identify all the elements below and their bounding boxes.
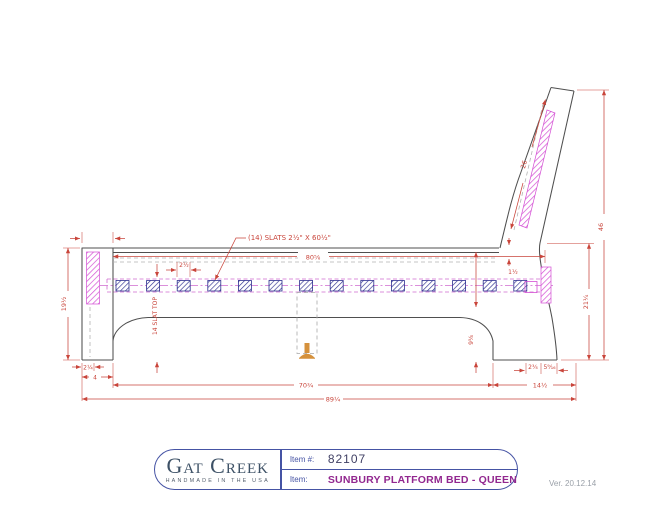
slat-section xyxy=(329,280,344,292)
brand-tagline: HANDMADE IN THE USA xyxy=(165,477,270,484)
slat-section xyxy=(207,280,222,292)
item-number-value: 82107 xyxy=(327,452,367,467)
dim-headboard-depth: 14½ xyxy=(533,382,548,390)
item-info: Item #: 82107 Item: SUNBURY PLATFORM BED… xyxy=(281,450,517,489)
slat-section xyxy=(146,280,161,292)
slat-section xyxy=(452,280,467,292)
dim-headboard-slant: 26 xyxy=(519,159,529,169)
dim-footboard-depth: 4 xyxy=(93,375,97,382)
item-number-label: Item #: xyxy=(289,454,315,464)
item-name-row: Item: SUNBURY PLATFORM BED - QUEEN xyxy=(282,470,517,489)
slat-section xyxy=(299,280,314,292)
dim-head-leg-rear: 5⁹⁄₁₆ xyxy=(543,364,556,371)
item-name-label: Item: xyxy=(289,475,308,485)
slat-section xyxy=(360,280,375,292)
dim-deck-thickness: 1½ xyxy=(508,269,518,276)
slat-section xyxy=(268,280,283,292)
slat-section xyxy=(176,280,191,292)
note-slat-top: 14 SLAT TOP xyxy=(152,297,159,335)
dim-foot-leg-bottom: 2¼ xyxy=(83,365,93,372)
version-note: Ver. 20.12.14 xyxy=(549,479,597,488)
title-block: Gat Creek HANDMADE IN THE USA Item #: 82… xyxy=(154,449,518,490)
dim-overall-length: 89¼ xyxy=(326,396,341,404)
item-number-row: Item #: 82107 xyxy=(282,450,517,469)
dim-footboard-height: 19½ xyxy=(60,297,68,312)
dim-head-leg-front: 2¾ xyxy=(528,364,538,371)
dim-top-span: 80⅝ xyxy=(306,254,321,262)
footboard-panel-hatch xyxy=(86,251,100,305)
dim-rail-depth: 9⅝ xyxy=(468,335,475,345)
slat-row xyxy=(115,280,528,292)
slat-note: (14) SLATS 2½" X 60½" xyxy=(248,234,331,242)
center-support-leg xyxy=(296,292,318,359)
slat-section xyxy=(390,280,405,292)
item-row-divider xyxy=(281,468,517,471)
slat-section xyxy=(237,280,252,292)
bed-elevation-drawing: 19½ (14) SLATS 2½" X 60½" 2½ 80⅝ 1½ 9⅝ 1… xyxy=(60,86,609,404)
title-block-divider xyxy=(280,450,282,489)
slat-strip xyxy=(100,278,553,293)
brand-name: Gat Creek xyxy=(166,452,269,478)
dim-inner-span: 70¾ xyxy=(299,382,314,390)
leveler-glide xyxy=(299,343,315,359)
headboard-leg-hatch xyxy=(540,266,552,304)
brand-logo: Gat Creek HANDMADE IN THE USA xyxy=(155,450,280,489)
headboard-outline xyxy=(493,86,575,361)
dim-slat-width: 2½ xyxy=(179,262,189,269)
dimensions: 19½ (14) SLATS 2½" X 60½" 2½ 80⅝ 1½ 9⅝ 1… xyxy=(60,89,609,404)
headboard-panel-hatch xyxy=(518,109,556,229)
slat-section xyxy=(513,280,528,292)
dim-overall-height: 46 xyxy=(597,223,605,231)
slat-section xyxy=(482,280,497,292)
slat-section xyxy=(115,280,130,292)
dim-headboard-front-height: 21¼ xyxy=(582,294,590,309)
item-name-value: SUNBURY PLATFORM BED - QUEEN xyxy=(327,473,517,486)
footboard-outline xyxy=(81,247,149,361)
rail-end-section xyxy=(524,281,538,293)
slat-section xyxy=(421,280,436,292)
